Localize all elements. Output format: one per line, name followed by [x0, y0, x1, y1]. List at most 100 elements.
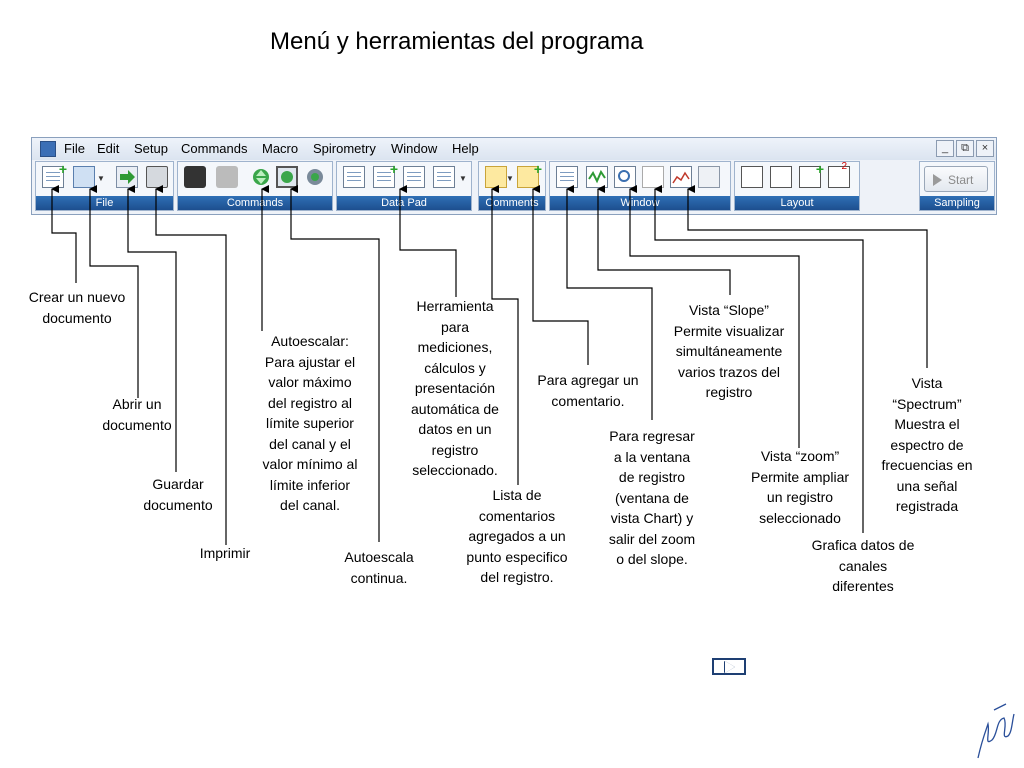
spectrum-view-icon[interactable] — [670, 166, 692, 188]
note-line: para — [440, 318, 470, 335]
layout-split-icon[interactable] — [770, 166, 792, 188]
callout-spectrum — [687, 185, 928, 368]
signature — [977, 703, 1015, 759]
app-icon[interactable] — [40, 141, 56, 157]
note-line: Vista “Slope” — [689, 302, 769, 318]
add-datapad-column-icon[interactable] — [373, 161, 398, 188]
note-line: cálculos y — [424, 359, 486, 376]
open-dropdown-icon[interactable]: ▼ — [97, 174, 105, 183]
page-title: Menú y herramientas del programa — [270, 28, 644, 55]
toolbar: ▼ File Commands — [32, 160, 996, 214]
minimize-button[interactable]: _ — [936, 140, 954, 157]
layout-grid-icon[interactable] — [741, 166, 763, 188]
continuous-autoscale-icon[interactable] — [276, 166, 298, 188]
note-line: Permite visualizar — [673, 322, 785, 339]
menu-edit[interactable]: Edit — [97, 141, 120, 156]
note-line: Vista “zoom” — [760, 448, 840, 464]
menu-spirometry[interactable]: Spirometry — [313, 141, 376, 156]
note-line: Autoescalar: — [271, 333, 349, 349]
datapad-dropdown-icon[interactable]: ▼ — [459, 174, 467, 183]
note-line: del canal. — [280, 497, 340, 513]
layout-group: 2 Layout — [734, 161, 860, 211]
binoculars-icon[interactable] — [184, 166, 206, 188]
multi-channel-view-icon[interactable] — [698, 166, 720, 188]
callout-zoom — [629, 185, 800, 448]
note-line: Herramienta — [416, 298, 494, 314]
datapad-group: ▼ Data Pad — [336, 161, 472, 211]
note-line: espectro de — [890, 436, 964, 453]
note-line: mediciones, — [417, 339, 493, 355]
menu-window[interactable]: Window — [391, 141, 438, 156]
menu-macro[interactable]: Macro — [262, 141, 299, 156]
note-line: valor máximo — [268, 374, 352, 390]
menu-commands[interactable]: Commands — [181, 141, 248, 156]
menu-bar: File Edit Setup Commands Macro Spirometr… — [32, 138, 996, 161]
start-button[interactable]: Start — [924, 166, 988, 192]
layout-numbered-icon[interactable]: 2 — [828, 161, 850, 188]
callout-guardar — [127, 185, 177, 472]
note-line: un registro — [766, 489, 834, 505]
note-line: Lista de — [492, 487, 542, 503]
note-line: agregados a un — [468, 528, 566, 544]
datapad-setup-icon[interactable] — [403, 166, 425, 188]
restore-button[interactable]: ⧉ — [956, 140, 974, 157]
close-button[interactable]: × — [976, 140, 994, 157]
menu-file[interactable]: File — [64, 141, 85, 156]
note-line: de registro — [618, 469, 686, 485]
note-line: varios trazos del — [678, 363, 780, 380]
note-line: límite superior — [266, 415, 354, 431]
datapad-multiple-icon[interactable] — [433, 166, 455, 188]
datapad-group-label: Data Pad — [337, 196, 471, 210]
note-line: seleccionado — [759, 509, 841, 526]
note-line: salir del zoom — [608, 530, 696, 547]
zoom-view-icon[interactable] — [614, 166, 636, 188]
callout-agregar — [532, 185, 589, 365]
autoscale-icon[interactable] — [250, 166, 272, 188]
note-line: del canal y el — [269, 435, 351, 452]
note-slope: Vista “Slope” Permite visualizar simultáne… — [664, 300, 794, 403]
note-line: canales — [838, 557, 888, 574]
note-line: “Spectrum” — [892, 395, 962, 412]
menu-setup[interactable]: Setup — [134, 141, 168, 156]
note-line: documento — [102, 416, 172, 433]
speaker-icon[interactable] — [304, 166, 326, 188]
next-slide-button[interactable] — [712, 658, 746, 675]
xy-view-icon[interactable] — [642, 166, 664, 188]
note-line: registrada — [895, 498, 959, 514]
file-group-label: File — [36, 196, 173, 210]
open-folder-icon[interactable] — [73, 166, 95, 188]
note-line: del registro. — [480, 569, 554, 585]
note-line: valor mínimo al — [262, 456, 358, 472]
callout-imprimir — [155, 185, 227, 545]
note-line: del registro al — [267, 394, 353, 411]
application-window: File Edit Setup Commands Macro Spirometr… — [31, 137, 997, 215]
datapad-icon[interactable] — [343, 166, 365, 188]
note-line: simultáneamente — [675, 343, 783, 359]
save-arrow-icon[interactable] — [116, 166, 138, 188]
note-line: a la ventana — [613, 448, 691, 465]
layout-add-icon[interactable] — [799, 161, 824, 188]
note-line: Crear un nuevo — [28, 289, 126, 305]
note-line: Permite ampliar — [750, 468, 850, 485]
note-line: Para agregar un — [537, 372, 639, 388]
note-imprimir: Imprimir — [192, 543, 258, 564]
comment-list-dropdown-icon[interactable]: ▼ — [506, 174, 514, 183]
note-line: una señal — [896, 477, 958, 494]
hand-icon[interactable] — [216, 166, 238, 188]
note-line: continua. — [350, 569, 408, 586]
note-line: Guardar — [152, 476, 204, 492]
note-line: vista Chart) y — [610, 510, 694, 526]
menu-help[interactable]: Help — [452, 141, 479, 156]
note-line: automática de — [411, 400, 499, 417]
play-icon — [933, 174, 942, 186]
note-line: registro — [431, 441, 479, 458]
add-comment-icon[interactable] — [517, 161, 542, 188]
note-line: Muestra el — [894, 416, 960, 432]
